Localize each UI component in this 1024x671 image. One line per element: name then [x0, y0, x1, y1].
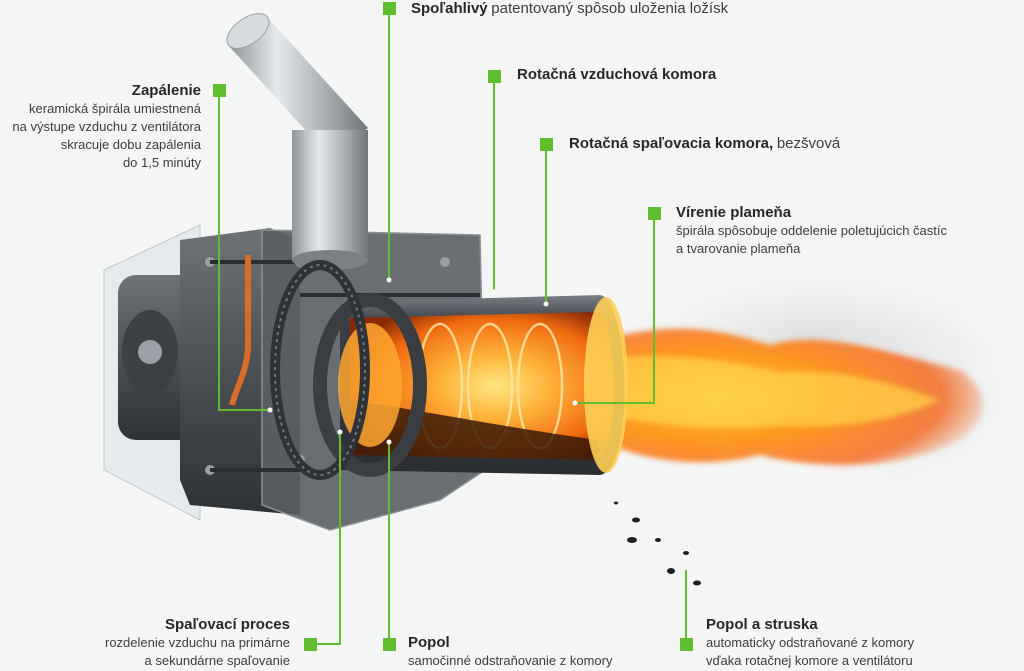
leader-lines [218, 8, 687, 645]
callout-ignition-line-4: do 1,5 minúty [122, 155, 201, 170]
callout-flame-swirl-title: Vírenie plameňa [676, 204, 792, 221]
flame [600, 328, 983, 465]
callout-air-chamber: Rotačná vzduchová komora [517, 66, 716, 84]
marker-combustion-chamber [540, 138, 553, 151]
callout-ash-slag: Popol a struska automaticky odstraňované… [706, 616, 914, 670]
fan-motor [118, 275, 198, 440]
marker-bearings [383, 2, 396, 15]
callout-ash-slag-line-1: automaticky odstraňované z komory [706, 635, 915, 650]
callout-combustion-chamber-title: Rotačná spaľovacia komora, [569, 135, 774, 152]
ash-particles [614, 501, 701, 586]
marker-flame-swirl [648, 207, 661, 220]
callout-bearings: Spoľahlivý patentovaný spôsob uloženia l… [411, 0, 728, 18]
marker-ignition [213, 84, 226, 97]
callout-process-line-2: a sekundárne spaľovanie [144, 653, 290, 668]
callout-process-line-1: rozdelenie vzduchu na primárne [105, 635, 290, 650]
callout-combustion-chamber-rest: bezšvová [776, 135, 841, 152]
leader-dots [267, 277, 578, 445]
callout-ignition-line-3: skracuje dobu zapálenia [60, 137, 201, 152]
rotary-chamber [270, 260, 628, 480]
callout-ignition-line-1: keramická špirála umiestnená [29, 101, 201, 116]
callout-ignition-line-2: na výstupe vzduchu z ventilátora [12, 119, 201, 134]
callout-ash-line-1: samočinné odstraňovanie z komory [408, 653, 613, 668]
marker-air-chamber [488, 70, 501, 83]
callout-bearings-rest: patentovaný spôsob uloženia ložísk [491, 0, 729, 17]
callout-ash: Popol samočinné odstraňovanie z komory [408, 634, 613, 670]
callout-process: Spaľovací proces rozdelenie vzduchu na p… [60, 616, 290, 670]
callout-flame-swirl: Vírenie plameňa špirála spôsobuje oddele… [676, 204, 947, 258]
fuel-inlet-pipe [226, 13, 368, 270]
callout-combustion-chamber: Rotačná spaľovacia komora, bezšvová [569, 135, 840, 153]
callout-ash-title: Popol [408, 634, 450, 651]
callout-flame-swirl-line-1: špirála spôsobuje oddelenie poletujúcich… [676, 223, 948, 238]
callout-ignition: Zapálenie keramická špirála umiestnená n… [0, 82, 201, 172]
callout-flame-swirl-line-2: a tvarovanie plameňa [676, 241, 801, 256]
callout-ignition-title: Zapálenie [131, 82, 201, 99]
callout-ash-slag-title: Popol a struska [706, 616, 818, 633]
callout-bearings-title: Spoľahlivý [411, 0, 488, 17]
marker-ash [383, 638, 396, 651]
callout-air-chamber-title: Rotačná vzduchová komora [517, 66, 717, 83]
callout-process-title: Spaľovací proces [164, 616, 290, 633]
callout-ash-slag-line-2: vďaka rotačnej komore a ventilátoru [706, 653, 913, 668]
marker-ash-slag [680, 638, 693, 651]
marker-process [304, 638, 317, 651]
